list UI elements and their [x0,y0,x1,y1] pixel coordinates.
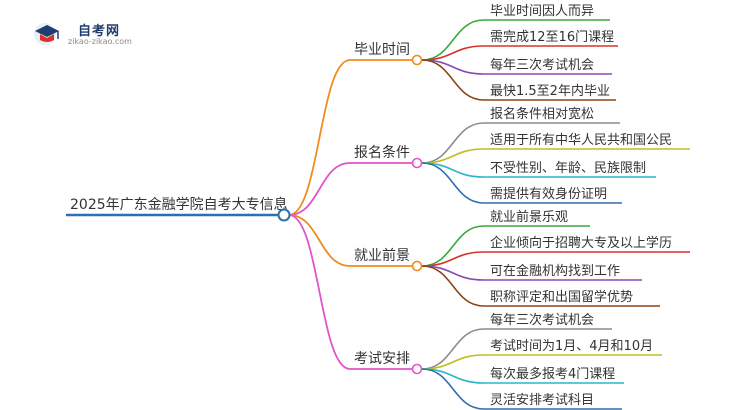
leaf-label: 每次最多报考4门课程 [490,366,615,382]
leaf-edge [421,265,485,307]
leaf-label: 需提供有效身份证明 [490,186,607,202]
branch-edge [288,214,351,267]
leaf-edge [421,122,485,164]
site-logo[interactable]: 自考网 zikao-zikao.com [28,17,148,51]
leaf-edge [421,368,485,410]
leaf-label: 报名条件相对宽松 [490,106,594,122]
branch-toggle[interactable] [411,363,423,375]
leaf-label: 企业倾向于招聘大专及以上学历 [490,235,672,251]
leaf-edge [421,19,485,61]
branch-label: 毕业时间 [354,42,410,58]
leaf-edge [421,328,485,370]
leaf-label: 每年三次考试机会 [490,57,594,73]
branch-edge [288,59,351,216]
leaf-label: 职称评定和出国留学优势 [490,289,633,305]
leaf-label: 每年三次考试机会 [490,312,594,328]
branch-toggle[interactable] [411,54,423,66]
branch-toggle[interactable] [411,260,423,272]
logo-url: zikao-zikao.com [68,37,132,46]
logo-name: 自考网 [78,24,121,39]
leaf-edge [421,162,485,204]
leaf-label: 毕业时间因人而异 [490,4,594,19]
leaf-label: 需完成12至16门课程 [490,30,614,45]
leaf-label: 最快1.5至2年内毕业 [490,83,610,99]
leaf-label: 适用于所有中华人民共和国公民 [490,133,672,148]
root-label: 2025年广东金融学院自考大专信息 [70,196,288,213]
leaf-label: 就业前景乐观 [490,209,568,225]
leaf-label: 不受性别、年龄、民族限制 [490,160,646,176]
branch-label: 考试安排 [354,351,410,367]
branch-label: 就业前景 [354,247,410,264]
leaf-label: 可在金融机构找到工作 [490,263,620,279]
leaf-label: 灵活安排考试科目 [490,393,594,408]
graduation-cap-icon [34,23,59,45]
leaf-label: 考试时间为1月、4月和10月 [490,339,653,354]
leaf-edge [421,59,485,101]
root-toggle[interactable] [277,208,291,222]
branch-toggle[interactable] [411,157,423,169]
branch-edge [288,162,351,216]
branch-label: 报名条件 [354,144,410,161]
leaf-edge [421,225,485,267]
branch-edge [288,214,351,370]
